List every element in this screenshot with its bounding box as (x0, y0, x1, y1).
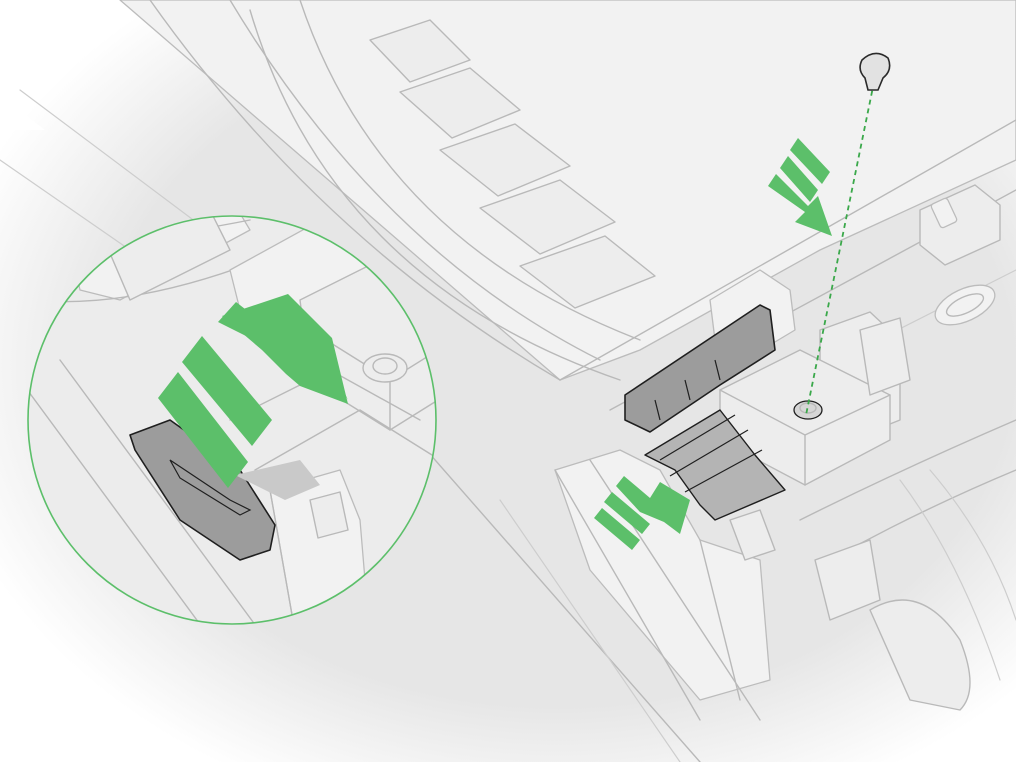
housing-edge-bottom (399, 419, 701, 762)
housing-body (0, 0, 1016, 431)
background-white-corner-left (0, 0, 45, 130)
arrow-insert-icon (158, 294, 348, 488)
screw-icon (859, 52, 891, 91)
magnifier-ring (27, 215, 437, 625)
screw-guide-line (805, 81, 875, 416)
arrow-insert-icon-main (594, 476, 690, 550)
screw (805, 52, 891, 416)
clip-tab-main (624, 304, 786, 521)
arrow-press-down-icon (768, 138, 832, 236)
ridge-segments (369, 19, 656, 309)
